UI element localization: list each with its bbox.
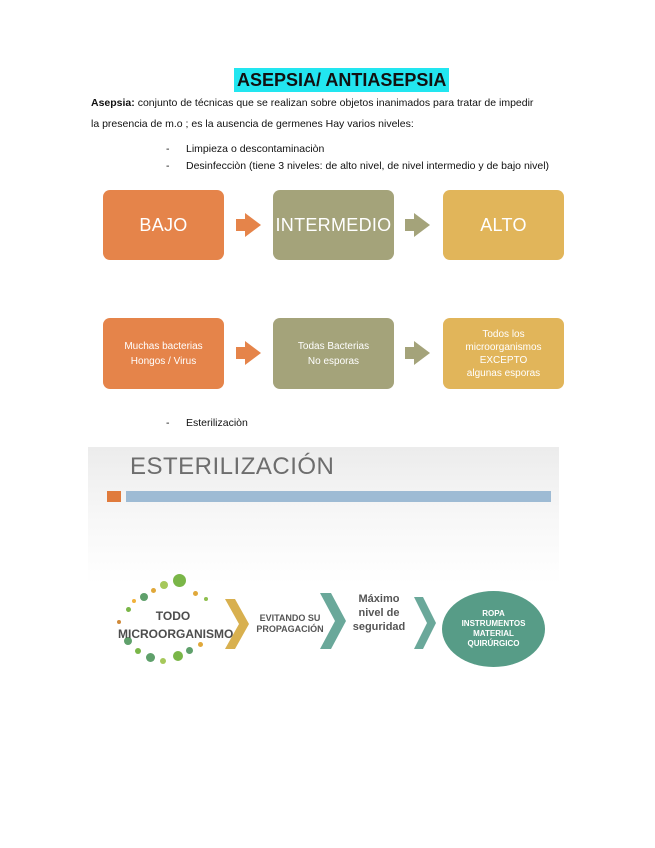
item-line: MATERIAL <box>473 629 514 638</box>
right-arrow-icon <box>245 341 261 365</box>
detail-line: No esporas <box>307 355 360 367</box>
right-arrow-icon <box>414 341 430 365</box>
level-high-box: ALTO <box>443 190 564 260</box>
bullet-text: Desinfecciòn (tiene 3 niveles: de alto n… <box>186 160 550 172</box>
max-line: Máximo <box>358 593 400 605</box>
page-title: ASEPSIA/ ANTIASEPSIA <box>234 68 450 92</box>
chevron-right-icon <box>320 593 346 649</box>
avoid-line: EVITANDO SU <box>259 613 321 623</box>
level-high-detail: Todos los microorganismos EXCEPTO alguna… <box>443 318 564 389</box>
todo-line: TODO <box>155 609 191 623</box>
detail-line: microorganismos <box>465 341 542 353</box>
sterilization-slide: ESTERILIZACIÓN TODO MICROORGANISMO EVITA… <box>88 447 559 675</box>
item-line: QUIRÚRGICO <box>467 639 520 648</box>
arrow-shaft <box>405 347 415 359</box>
arrow-shaft <box>405 219 415 231</box>
detail-line: Todas Bacterias <box>297 340 370 352</box>
intro-text-1: conjunto de técnicas que se realizan sob… <box>134 97 534 109</box>
bullet-text: Esterilizaciòn <box>186 417 248 429</box>
right-arrow-icon <box>414 213 430 237</box>
detail-line: Hongos / Virus <box>130 355 197 367</box>
max-line: seguridad <box>352 621 406 633</box>
detail-line: Todos los <box>482 328 525 340</box>
level-low-box: BAJO <box>103 190 224 260</box>
arrow-shaft <box>236 219 246 231</box>
level-mid-box: INTERMEDIO <box>273 190 394 260</box>
slide-heading: ESTERILIZACIÓN <box>130 453 335 480</box>
arrow-shaft <box>236 347 246 359</box>
todo-line: MICROORGANISMO <box>118 627 234 641</box>
items-circle: ROPA INSTRUMENTOS MATERIAL QUIRÚRGICO <box>442 591 545 667</box>
level-low-detail: Muchas bacterias Hongos / Virus <box>103 318 224 389</box>
chevron-right-icon <box>414 597 436 649</box>
bullet-item: -Esterilizaciòn <box>166 417 248 429</box>
intro-term: Asepsia: <box>91 97 135 109</box>
bullet-text: Limpieza o descontaminaciòn <box>186 143 325 155</box>
todo-label: TODO MICROORGANISMO <box>118 607 234 643</box>
item-line: INSTRUMENTOS <box>461 619 526 628</box>
slide-accent-bar <box>107 491 121 502</box>
item-line: ROPA <box>482 609 505 618</box>
avoid-label: EVITANDO SU PROPAGACIÓN <box>250 613 330 635</box>
max-label: Máximo nivel de seguridad <box>340 592 418 634</box>
max-line: nivel de <box>358 607 400 619</box>
bullet-item: -Desinfecciòn (tiene 3 niveles: de alto … <box>166 160 550 172</box>
intro-line-1: Asepsia: conjunto de técnicas que se rea… <box>91 96 533 110</box>
detail-line: algunas esporas <box>466 367 541 379</box>
detail-line: Muchas bacterias <box>124 340 203 352</box>
level-mid-detail: Todas Bacterias No esporas <box>273 318 394 389</box>
right-arrow-icon <box>245 213 261 237</box>
detail-line: EXCEPTO <box>479 354 528 366</box>
slide-rule-bar <box>126 491 551 502</box>
avoid-line: PROPAGACIÓN <box>256 624 324 634</box>
chevron-right-icon <box>225 599 249 649</box>
intro-line-2: la presencia de m.o ; es la ausencia de … <box>91 118 414 130</box>
bullet-item: -Limpieza o descontaminaciòn <box>166 143 325 155</box>
